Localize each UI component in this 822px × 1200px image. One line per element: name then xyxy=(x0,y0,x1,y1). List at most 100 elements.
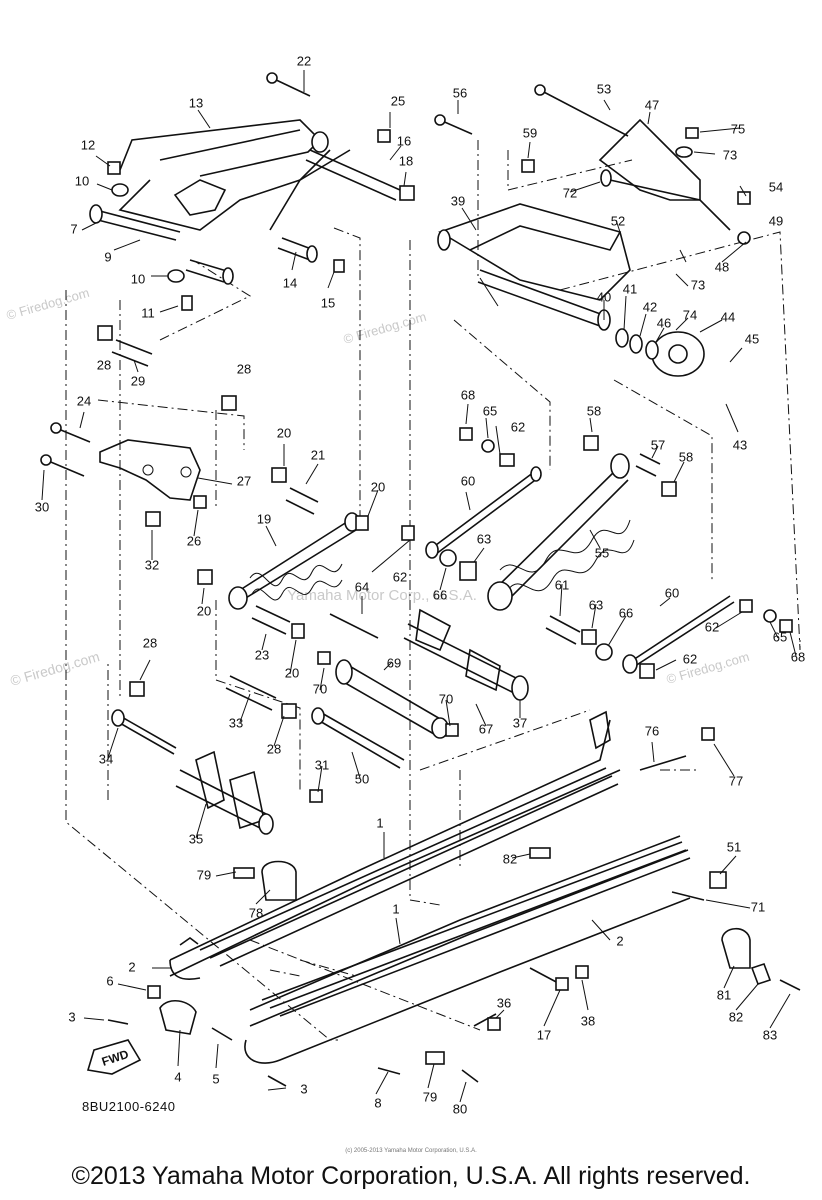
part-label-49[interactable]: 49 xyxy=(769,213,783,228)
part-label-20[interactable]: 20 xyxy=(371,479,385,494)
part-label-29[interactable]: 29 xyxy=(131,373,145,388)
part-label-47[interactable]: 47 xyxy=(645,97,659,112)
part-label-48[interactable]: 48 xyxy=(715,259,729,274)
part-label-28[interactable]: 28 xyxy=(267,741,281,756)
part-label-58[interactable]: 58 xyxy=(679,449,693,464)
part-label-23[interactable]: 23 xyxy=(255,647,269,662)
part-label-8[interactable]: 8 xyxy=(374,1095,381,1110)
part-label-54[interactable]: 54 xyxy=(769,179,783,194)
part-label-61[interactable]: 61 xyxy=(555,577,569,592)
part-label-17[interactable]: 17 xyxy=(537,1027,551,1042)
part-label-46[interactable]: 46 xyxy=(657,315,671,330)
part-label-27[interactable]: 27 xyxy=(237,473,251,488)
part-label-20[interactable]: 20 xyxy=(197,603,211,618)
part-label-79[interactable]: 79 xyxy=(197,867,211,882)
part-label-64[interactable]: 64 xyxy=(355,579,369,594)
part-label-71[interactable]: 71 xyxy=(751,899,765,914)
part-label-39[interactable]: 39 xyxy=(451,193,465,208)
part-label-15[interactable]: 15 xyxy=(321,295,335,310)
part-label-73[interactable]: 73 xyxy=(723,147,737,162)
part-label-3[interactable]: 3 xyxy=(68,1009,75,1024)
part-label-2[interactable]: 2 xyxy=(616,933,623,948)
part-label-41[interactable]: 41 xyxy=(623,281,637,296)
part-label-28[interactable]: 28 xyxy=(143,635,157,650)
part-label-80[interactable]: 80 xyxy=(453,1101,467,1116)
part-label-56[interactable]: 56 xyxy=(453,85,467,100)
part-label-66[interactable]: 66 xyxy=(433,587,447,602)
part-label-30[interactable]: 30 xyxy=(35,499,49,514)
part-label-63[interactable]: 63 xyxy=(589,597,603,612)
part-label-53[interactable]: 53 xyxy=(597,81,611,96)
part-label-75[interactable]: 75 xyxy=(731,121,745,136)
part-label-4[interactable]: 4 xyxy=(174,1069,181,1084)
part-label-70[interactable]: 70 xyxy=(313,681,327,696)
part-label-19[interactable]: 19 xyxy=(257,511,271,526)
part-label-55[interactable]: 55 xyxy=(595,545,609,560)
part-label-20[interactable]: 20 xyxy=(285,665,299,680)
part-label-62[interactable]: 62 xyxy=(393,569,407,584)
part-label-62[interactable]: 62 xyxy=(511,419,525,434)
part-label-81[interactable]: 81 xyxy=(717,987,731,1002)
part-label-82[interactable]: 82 xyxy=(729,1009,743,1024)
part-label-37[interactable]: 37 xyxy=(513,715,527,730)
part-label-43[interactable]: 43 xyxy=(733,437,747,452)
part-label-16[interactable]: 16 xyxy=(397,133,411,148)
part-label-77[interactable]: 77 xyxy=(729,773,743,788)
part-label-73[interactable]: 73 xyxy=(691,277,705,292)
part-label-50[interactable]: 50 xyxy=(355,771,369,786)
part-label-69[interactable]: 69 xyxy=(387,655,401,670)
part-label-1[interactable]: 1 xyxy=(392,901,399,916)
part-label-83[interactable]: 83 xyxy=(763,1027,777,1042)
part-label-60[interactable]: 60 xyxy=(665,585,679,600)
part-label-33[interactable]: 33 xyxy=(229,715,243,730)
part-label-51[interactable]: 51 xyxy=(727,839,741,854)
part-label-67[interactable]: 67 xyxy=(479,721,493,736)
part-label-82[interactable]: 82 xyxy=(503,851,517,866)
part-label-1[interactable]: 1 xyxy=(376,815,383,830)
part-label-22[interactable]: 22 xyxy=(297,53,311,68)
part-label-21[interactable]: 21 xyxy=(311,447,325,462)
part-label-78[interactable]: 78 xyxy=(249,905,263,920)
part-label-57[interactable]: 57 xyxy=(651,437,665,452)
part-label-28[interactable]: 28 xyxy=(237,361,251,376)
part-label-7[interactable]: 7 xyxy=(70,221,77,236)
part-label-38[interactable]: 38 xyxy=(581,1013,595,1028)
part-label-76[interactable]: 76 xyxy=(645,723,659,738)
part-label-32[interactable]: 32 xyxy=(145,557,159,572)
part-label-26[interactable]: 26 xyxy=(187,533,201,548)
part-label-52[interactable]: 52 xyxy=(611,213,625,228)
part-label-79[interactable]: 79 xyxy=(423,1089,437,1104)
part-label-25[interactable]: 25 xyxy=(391,93,405,108)
part-label-44[interactable]: 44 xyxy=(721,309,735,324)
part-label-3[interactable]: 3 xyxy=(300,1081,307,1096)
part-label-10[interactable]: 10 xyxy=(75,173,89,188)
part-label-65[interactable]: 65 xyxy=(483,403,497,418)
part-label-20[interactable]: 20 xyxy=(277,425,291,440)
part-label-34[interactable]: 34 xyxy=(99,751,113,766)
part-label-31[interactable]: 31 xyxy=(315,757,329,772)
part-label-10[interactable]: 10 xyxy=(131,271,145,286)
part-label-18[interactable]: 18 xyxy=(399,153,413,168)
part-label-36[interactable]: 36 xyxy=(497,995,511,1010)
part-label-13[interactable]: 13 xyxy=(189,95,203,110)
part-label-58[interactable]: 58 xyxy=(587,403,601,418)
part-label-62[interactable]: 62 xyxy=(705,619,719,634)
part-label-11[interactable]: 11 xyxy=(141,305,155,320)
part-label-24[interactable]: 24 xyxy=(77,393,91,408)
part-label-45[interactable]: 45 xyxy=(745,331,759,346)
part-label-62[interactable]: 62 xyxy=(683,651,697,666)
part-label-42[interactable]: 42 xyxy=(643,299,657,314)
part-label-12[interactable]: 12 xyxy=(81,137,95,152)
part-label-40[interactable]: 40 xyxy=(597,289,611,304)
part-label-68[interactable]: 68 xyxy=(791,649,805,664)
part-label-9[interactable]: 9 xyxy=(104,249,111,264)
part-label-59[interactable]: 59 xyxy=(523,125,537,140)
part-label-68[interactable]: 68 xyxy=(461,387,475,402)
part-label-63[interactable]: 63 xyxy=(477,531,491,546)
part-label-66[interactable]: 66 xyxy=(619,605,633,620)
part-label-74[interactable]: 74 xyxy=(683,307,697,322)
part-label-72[interactable]: 72 xyxy=(563,185,577,200)
part-label-60[interactable]: 60 xyxy=(461,473,475,488)
part-label-2[interactable]: 2 xyxy=(128,959,135,974)
part-label-5[interactable]: 5 xyxy=(212,1071,219,1086)
